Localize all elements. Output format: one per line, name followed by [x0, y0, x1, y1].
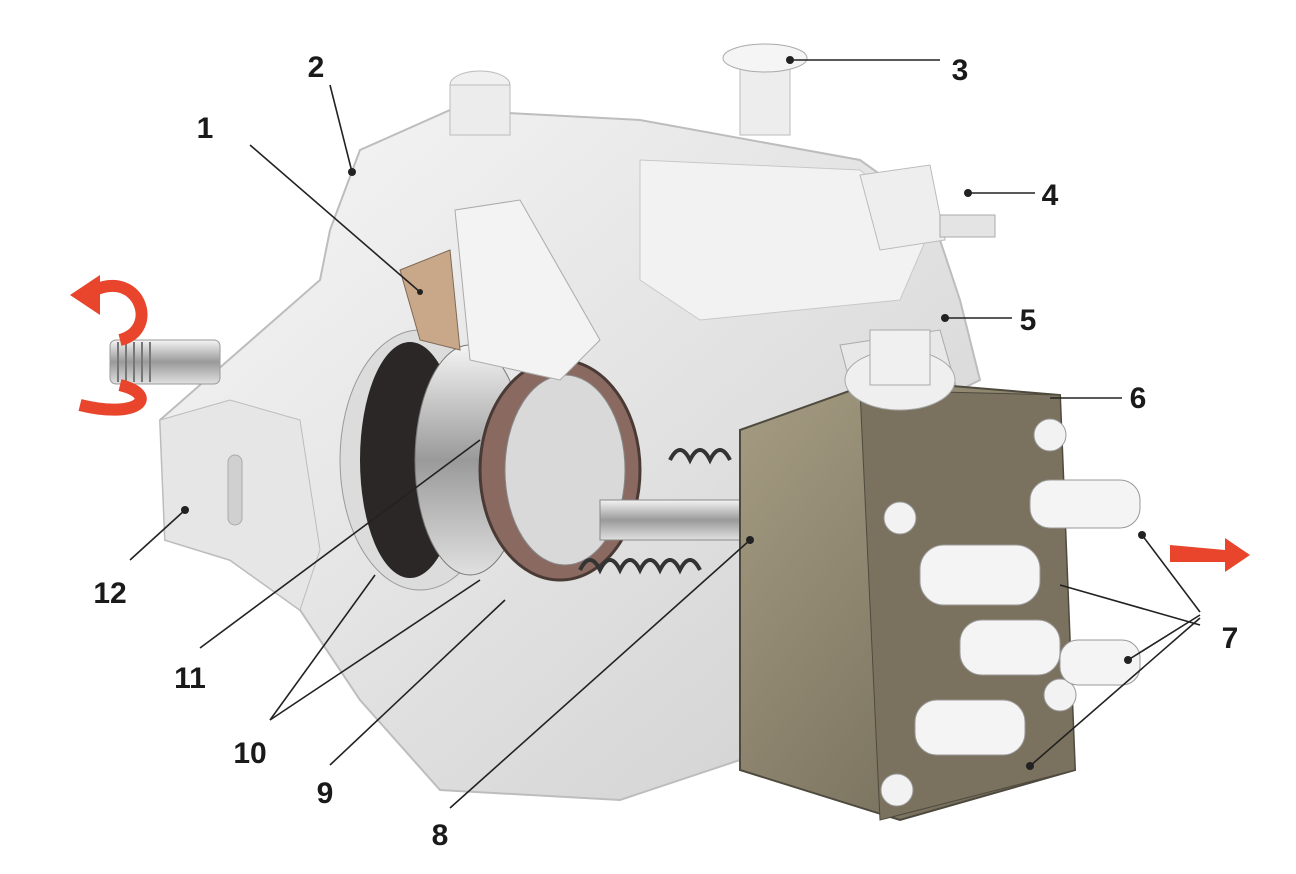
- distributor-head: [739, 329, 1141, 822]
- label-9: 9: [317, 777, 334, 810]
- pump-gear: [399, 199, 601, 381]
- label-12: 12: [93, 577, 126, 610]
- label-8: 8: [432, 819, 449, 852]
- label-4: 4: [1042, 179, 1059, 212]
- drive-shaft: [109, 339, 221, 385]
- label-2: 2: [308, 51, 325, 84]
- label-11: 11: [174, 662, 206, 695]
- delivery-valves: [914, 479, 1141, 756]
- label-3: 3: [952, 54, 969, 87]
- rotation-arrow-icon: [70, 275, 148, 416]
- label-1: 1: [197, 112, 214, 145]
- label-10: 10: [233, 737, 266, 770]
- fuel-outlet-arrow-icon: [1170, 538, 1250, 572]
- label-7: 7: [1222, 622, 1239, 655]
- label-6: 6: [1130, 382, 1147, 415]
- label-5: 5: [1020, 304, 1037, 337]
- part-labels: 1 2 3 4 5 6 7 8 9 10 11 12: [93, 51, 1238, 852]
- leader-lines: [129, 56, 1201, 809]
